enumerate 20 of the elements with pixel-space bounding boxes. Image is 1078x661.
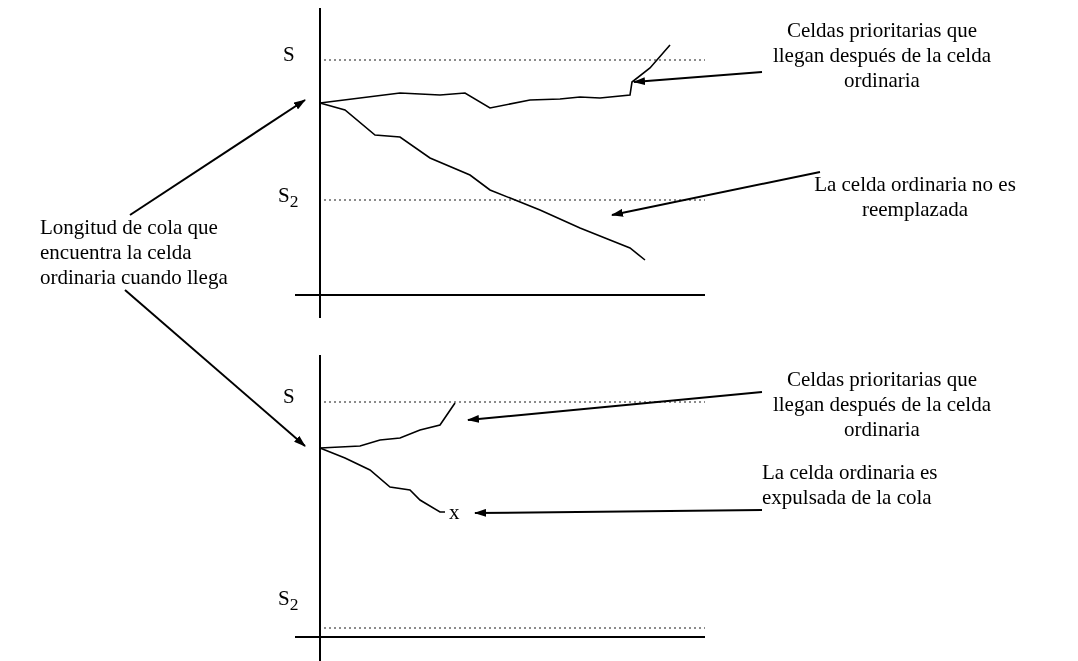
leader-arrow — [474, 508, 763, 517]
axis-label: S$_{2}$ — [278, 586, 299, 617]
leader-arrow — [467, 391, 763, 423]
annotation-text: Celdas prioritarias que llegan después de la celda ordinaria — [762, 18, 1002, 93]
queue-length-curve — [319, 447, 446, 513]
annotation-text: Longitud de cola que encuentra la celda ordinaria cuando llega — [40, 215, 240, 290]
queue-length-curve — [319, 44, 671, 109]
leader-arrow — [124, 289, 306, 447]
leader-arrow — [633, 71, 763, 86]
queue-length-curve — [319, 402, 456, 449]
annotation-text: Celdas prioritarias que llegan después de la celda ordinaria — [762, 367, 1002, 442]
axis-label: S$_{2}$ — [278, 183, 299, 214]
queue-length-curve — [319, 102, 646, 261]
annotation-text: La celda ordinaria es expulsada de la cola — [762, 460, 942, 510]
axis-label: S — [283, 384, 295, 409]
leader-arrow — [129, 99, 306, 216]
annotation-text: La celda ordinaria no es reemplazada — [810, 172, 1020, 222]
leader-arrow — [611, 171, 821, 217]
axis-label: S — [283, 42, 295, 67]
end-mark: x — [449, 500, 460, 525]
